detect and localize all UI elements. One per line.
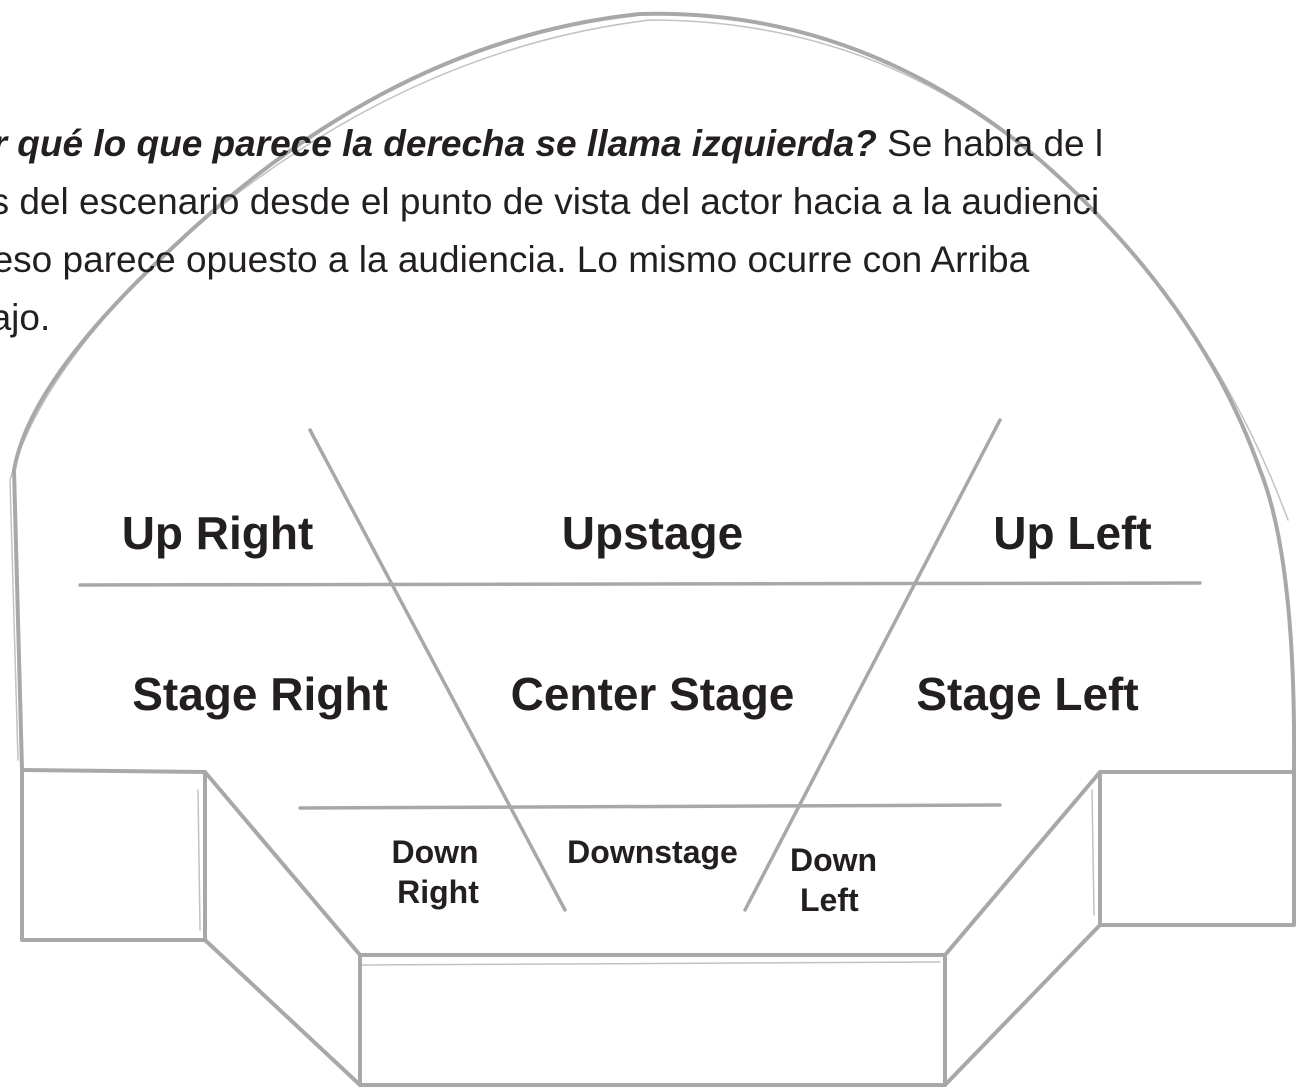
right-diagonal-divider: [743, 418, 1002, 912]
right-wing-sketch: [1091, 789, 1095, 916]
right-wing-box: [1098, 770, 1296, 927]
area-downstage: Downstage: [567, 834, 738, 870]
intro-paragraph: or qué lo que parece la derecha se llama…: [0, 115, 1296, 347]
pit-sketch: [361, 961, 941, 966]
area-upstage: Upstage: [561, 507, 744, 559]
left-wing-sketch: [197, 789, 201, 931]
area-down-left-line2: Left: [800, 882, 859, 918]
pit-outline: [203, 923, 1102, 1087]
left-diagonal-divider: [308, 428, 567, 912]
area-stage-right: Stage Right: [132, 668, 388, 720]
intro-line3: r eso parece opuesto a la audiencia. Lo …: [0, 239, 1030, 280]
area-center-stage: Center Stage: [510, 668, 795, 720]
intro-line4: bajo.: [0, 297, 51, 338]
upstage-divider: [78, 581, 1202, 587]
area-down-right-line1: Down: [391, 834, 479, 870]
area-stage-left: Stage Left: [916, 668, 1139, 720]
intro-question: or qué lo que parece la derecha se llama…: [0, 123, 877, 164]
intro-line1-rest: Se habla de l: [876, 123, 1104, 164]
left-wing-box: [20, 768, 207, 942]
apron-outline: [20, 768, 1296, 957]
area-down-right-line2: Right: [397, 874, 479, 910]
intro-line2: os del escenario desde el punto de vista…: [0, 181, 1100, 222]
area-up-right: Up Right: [121, 507, 314, 559]
area-up-left: Up Left: [993, 507, 1152, 559]
downstage-divider: [298, 803, 1002, 810]
area-down-left-line1: Down: [790, 842, 878, 878]
stage-arch-sketch: [9, 19, 1289, 761]
